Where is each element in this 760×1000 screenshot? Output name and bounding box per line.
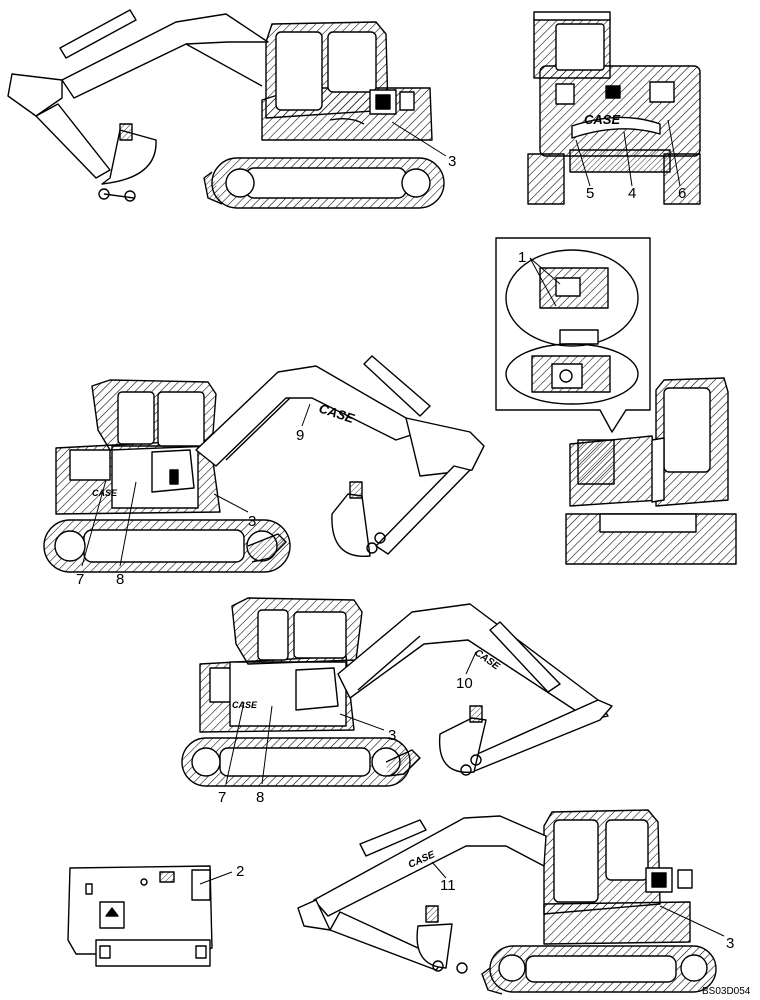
callout-2: 2 bbox=[236, 863, 244, 880]
side-panel-detail bbox=[67, 865, 213, 967]
callout-3-bottom: 3 bbox=[726, 935, 734, 952]
leader-lines bbox=[81, 119, 725, 937]
callout-7-lower: 7 bbox=[218, 789, 226, 806]
inset-detail-panel bbox=[495, 237, 651, 433]
callout-8-lower: 8 bbox=[256, 789, 264, 806]
brand-decal-rear: CASE bbox=[584, 112, 620, 127]
callout-7-middle: 7 bbox=[76, 571, 84, 588]
excavator-view-side-right bbox=[565, 377, 737, 565]
reference-code: BS03D054 bbox=[702, 986, 751, 997]
callout-5: 5 bbox=[586, 185, 594, 202]
callout-10: 10 bbox=[456, 675, 473, 692]
brand-decal-counterweight-2: CASE bbox=[232, 700, 258, 710]
callout-11: 11 bbox=[440, 877, 456, 894]
excavator-view-middle-left bbox=[43, 355, 485, 573]
callout-3-top: 3 bbox=[448, 153, 456, 170]
excavator-view-rear bbox=[527, 11, 701, 205]
callout-4: 4 bbox=[628, 185, 636, 202]
excavator-view-lower-middle bbox=[181, 597, 613, 787]
callout-8-middle: 8 bbox=[116, 571, 124, 588]
callout-6: 6 bbox=[678, 185, 686, 202]
callout-9: 9 bbox=[296, 427, 304, 444]
excavator-view-bottom-right bbox=[297, 809, 717, 995]
callout-3-lower: 3 bbox=[388, 727, 396, 744]
callout-labels: 1 2 3 3 3 3 4 5 6 7 8 7 8 9 10 11 bbox=[76, 153, 734, 952]
excavator-view-top-left bbox=[7, 9, 445, 209]
callout-3-middle: 3 bbox=[248, 513, 256, 530]
brand-decal-counterweight-1: CASE bbox=[92, 488, 118, 498]
callout-1: 1 bbox=[518, 249, 526, 266]
